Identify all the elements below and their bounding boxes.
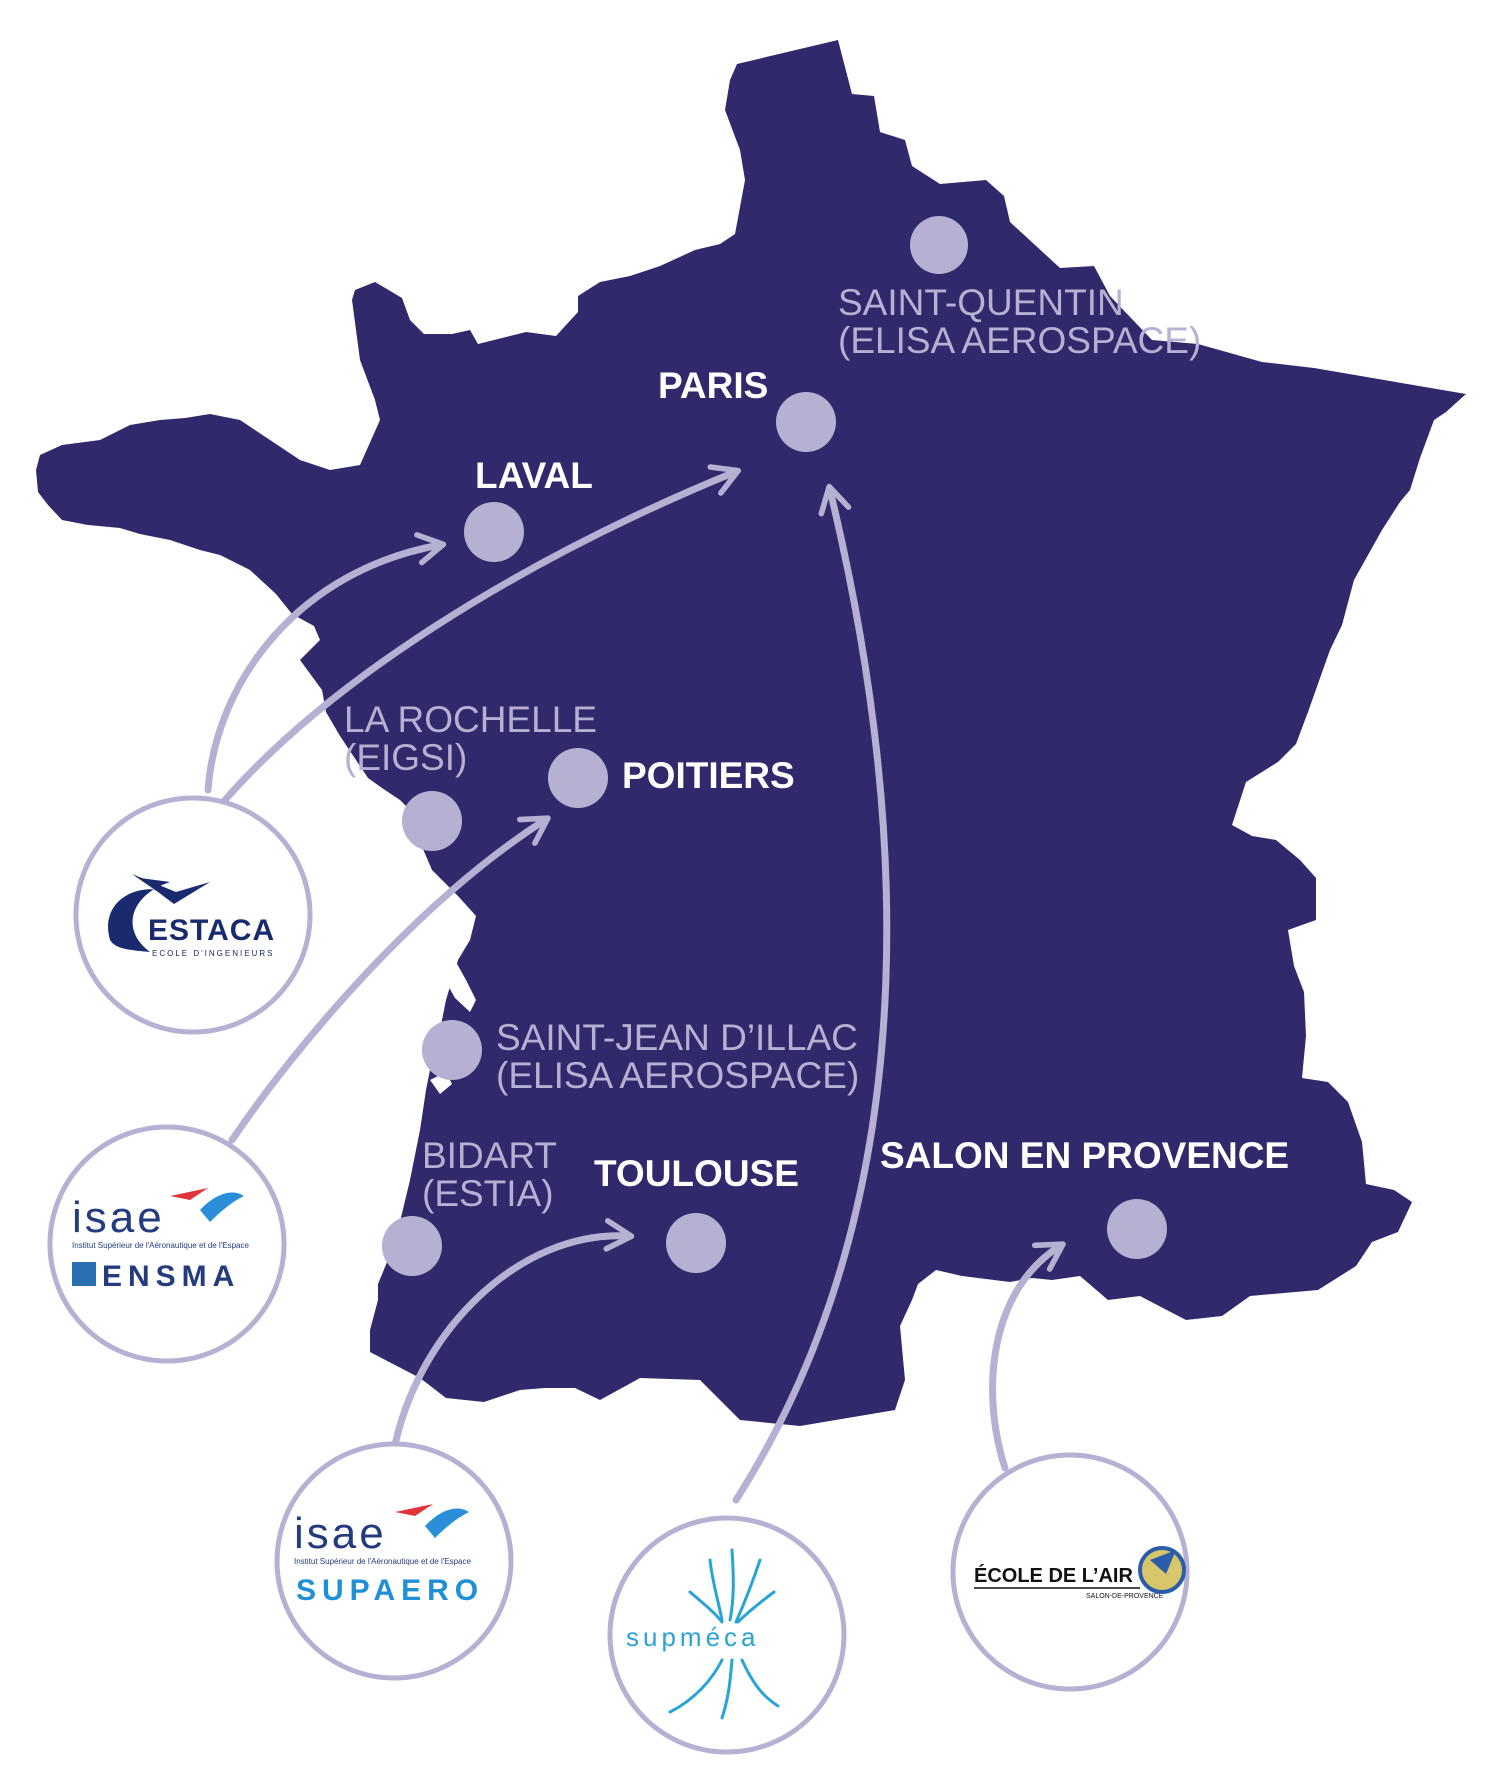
estaca-name: ESTACA bbox=[148, 914, 275, 947]
dot-poitiers[interactable] bbox=[548, 748, 608, 808]
logo-estaca[interactable]: ESTACA ECOLE D'INGENIEURS bbox=[73, 795, 313, 1035]
arrow-supaero-toulouse bbox=[391, 1218, 635, 1449]
dot-salon[interactable] bbox=[1107, 1199, 1167, 1259]
isae-supaero-tagline: Institut Supérieur de l'Aéronautique et … bbox=[294, 1557, 471, 1566]
label-poitiers: POITIERS bbox=[622, 755, 795, 796]
city-labels: SAINT-QUENTIN(ELISA AEROSPACE) PARIS LAV… bbox=[344, 282, 1289, 1214]
isae-ensma-tagline: Institut Supérieur de l'Aéronautique et … bbox=[72, 1241, 249, 1250]
ensma-mark-icon bbox=[72, 1262, 96, 1286]
isae-bird-icon bbox=[425, 1508, 469, 1538]
label-laval: LAVAL bbox=[475, 455, 593, 496]
isae-bird-icon bbox=[200, 1192, 244, 1222]
logo-isae-supaero[interactable]: isae Institut Supérieur de l'Aéronautiqu… bbox=[274, 1441, 514, 1681]
city-label-line: LAVAL bbox=[475, 455, 593, 496]
label-saint-quentin: SAINT-QUENTIN(ELISA AEROSPACE) bbox=[838, 282, 1201, 361]
arrow-estaca-paris bbox=[221, 464, 742, 804]
isae-plane-icon bbox=[170, 1188, 208, 1200]
city-label-line: (ELISA AEROSPACE) bbox=[838, 320, 1201, 361]
city-label-line: PARIS bbox=[658, 365, 768, 406]
city-label-line: SAINT-JEAN D’ILLAC bbox=[496, 1017, 858, 1058]
label-salon: SALON EN PROVENCE bbox=[880, 1135, 1289, 1176]
city-label-line: SAINT-QUENTIN bbox=[838, 282, 1124, 323]
label-toulouse: TOULOUSE bbox=[594, 1153, 799, 1194]
isae-supaero-name: isae bbox=[294, 1509, 387, 1558]
city-label-line: (ELISA AEROSPACE) bbox=[496, 1055, 859, 1096]
arrow-ensma-poitiers bbox=[228, 815, 551, 1144]
city-label-line: SALON EN PROVENCE bbox=[880, 1135, 1289, 1176]
city-label-line: (ESTIA) bbox=[422, 1173, 554, 1214]
arrow-air-salon bbox=[989, 1241, 1066, 1472]
label-la-rochelle: LA ROCHELLE(EIGSI) bbox=[344, 699, 597, 778]
city-label-line: TOULOUSE bbox=[594, 1153, 799, 1194]
dot-paris[interactable] bbox=[776, 392, 836, 452]
ecole-air-name: ÉCOLE DE L’AIR bbox=[974, 1564, 1133, 1587]
supmeca-burst-lower-icon bbox=[668, 1658, 780, 1720]
label-saint-jean: SAINT-JEAN D’ILLAC(ELISA AEROSPACE) bbox=[496, 1017, 859, 1096]
city-label-line: LA ROCHELLE bbox=[344, 699, 597, 740]
logo-isae-ensma[interactable]: isae Institut Supérieur de l'Aéronautiqu… bbox=[47, 1124, 287, 1364]
dot-bidart[interactable] bbox=[382, 1216, 442, 1276]
dot-toulouse[interactable] bbox=[666, 1213, 726, 1273]
isae-plane-icon bbox=[395, 1504, 433, 1516]
ecole-air-subtitle: SALON-DE-PROVENCE bbox=[1086, 1593, 1164, 1600]
city-label-line: POITIERS bbox=[622, 755, 795, 796]
arrow-estaca-laval bbox=[204, 532, 447, 794]
estaca-wing-icon bbox=[132, 874, 210, 904]
estaca-swoosh-icon bbox=[108, 878, 170, 952]
france-outline bbox=[36, 40, 1466, 1426]
city-label-line: BIDART bbox=[422, 1135, 557, 1176]
estaca-subtitle: ECOLE D'INGENIEURS bbox=[152, 949, 274, 958]
isae-ensma-name: isae bbox=[72, 1193, 165, 1242]
isae-ensma-suffix: ENSMA bbox=[102, 1260, 240, 1293]
dot-saint-quentin[interactable] bbox=[910, 216, 968, 274]
logo-ecole-air[interactable]: ÉCOLE DE L’AIR SALON-DE-PROVENCE bbox=[950, 1452, 1190, 1692]
school-logos: ESTACA ECOLE D'INGENIEURS isae Institut … bbox=[47, 795, 1190, 1755]
supmeca-name: supméca bbox=[626, 1622, 760, 1652]
dot-saint-jean[interactable] bbox=[422, 1020, 482, 1080]
city-label-line: (EIGSI) bbox=[344, 737, 467, 778]
label-paris: PARIS bbox=[658, 365, 768, 406]
dot-laval[interactable] bbox=[464, 502, 524, 562]
dot-la-rochelle[interactable] bbox=[402, 791, 462, 851]
gironde-estuary bbox=[438, 952, 476, 1012]
logo-supmeca[interactable]: supméca bbox=[607, 1515, 847, 1755]
arrow-supmeca-paris bbox=[732, 483, 891, 1504]
ecole-air-bird-icon bbox=[1150, 1550, 1176, 1574]
supmeca-burst-icon bbox=[688, 1548, 776, 1624]
label-bidart: BIDART(ESTIA) bbox=[422, 1135, 557, 1214]
isae-supaero-suffix: SUPAERO bbox=[296, 1574, 484, 1607]
city-dots bbox=[382, 216, 1167, 1276]
arrows bbox=[204, 464, 1066, 1504]
